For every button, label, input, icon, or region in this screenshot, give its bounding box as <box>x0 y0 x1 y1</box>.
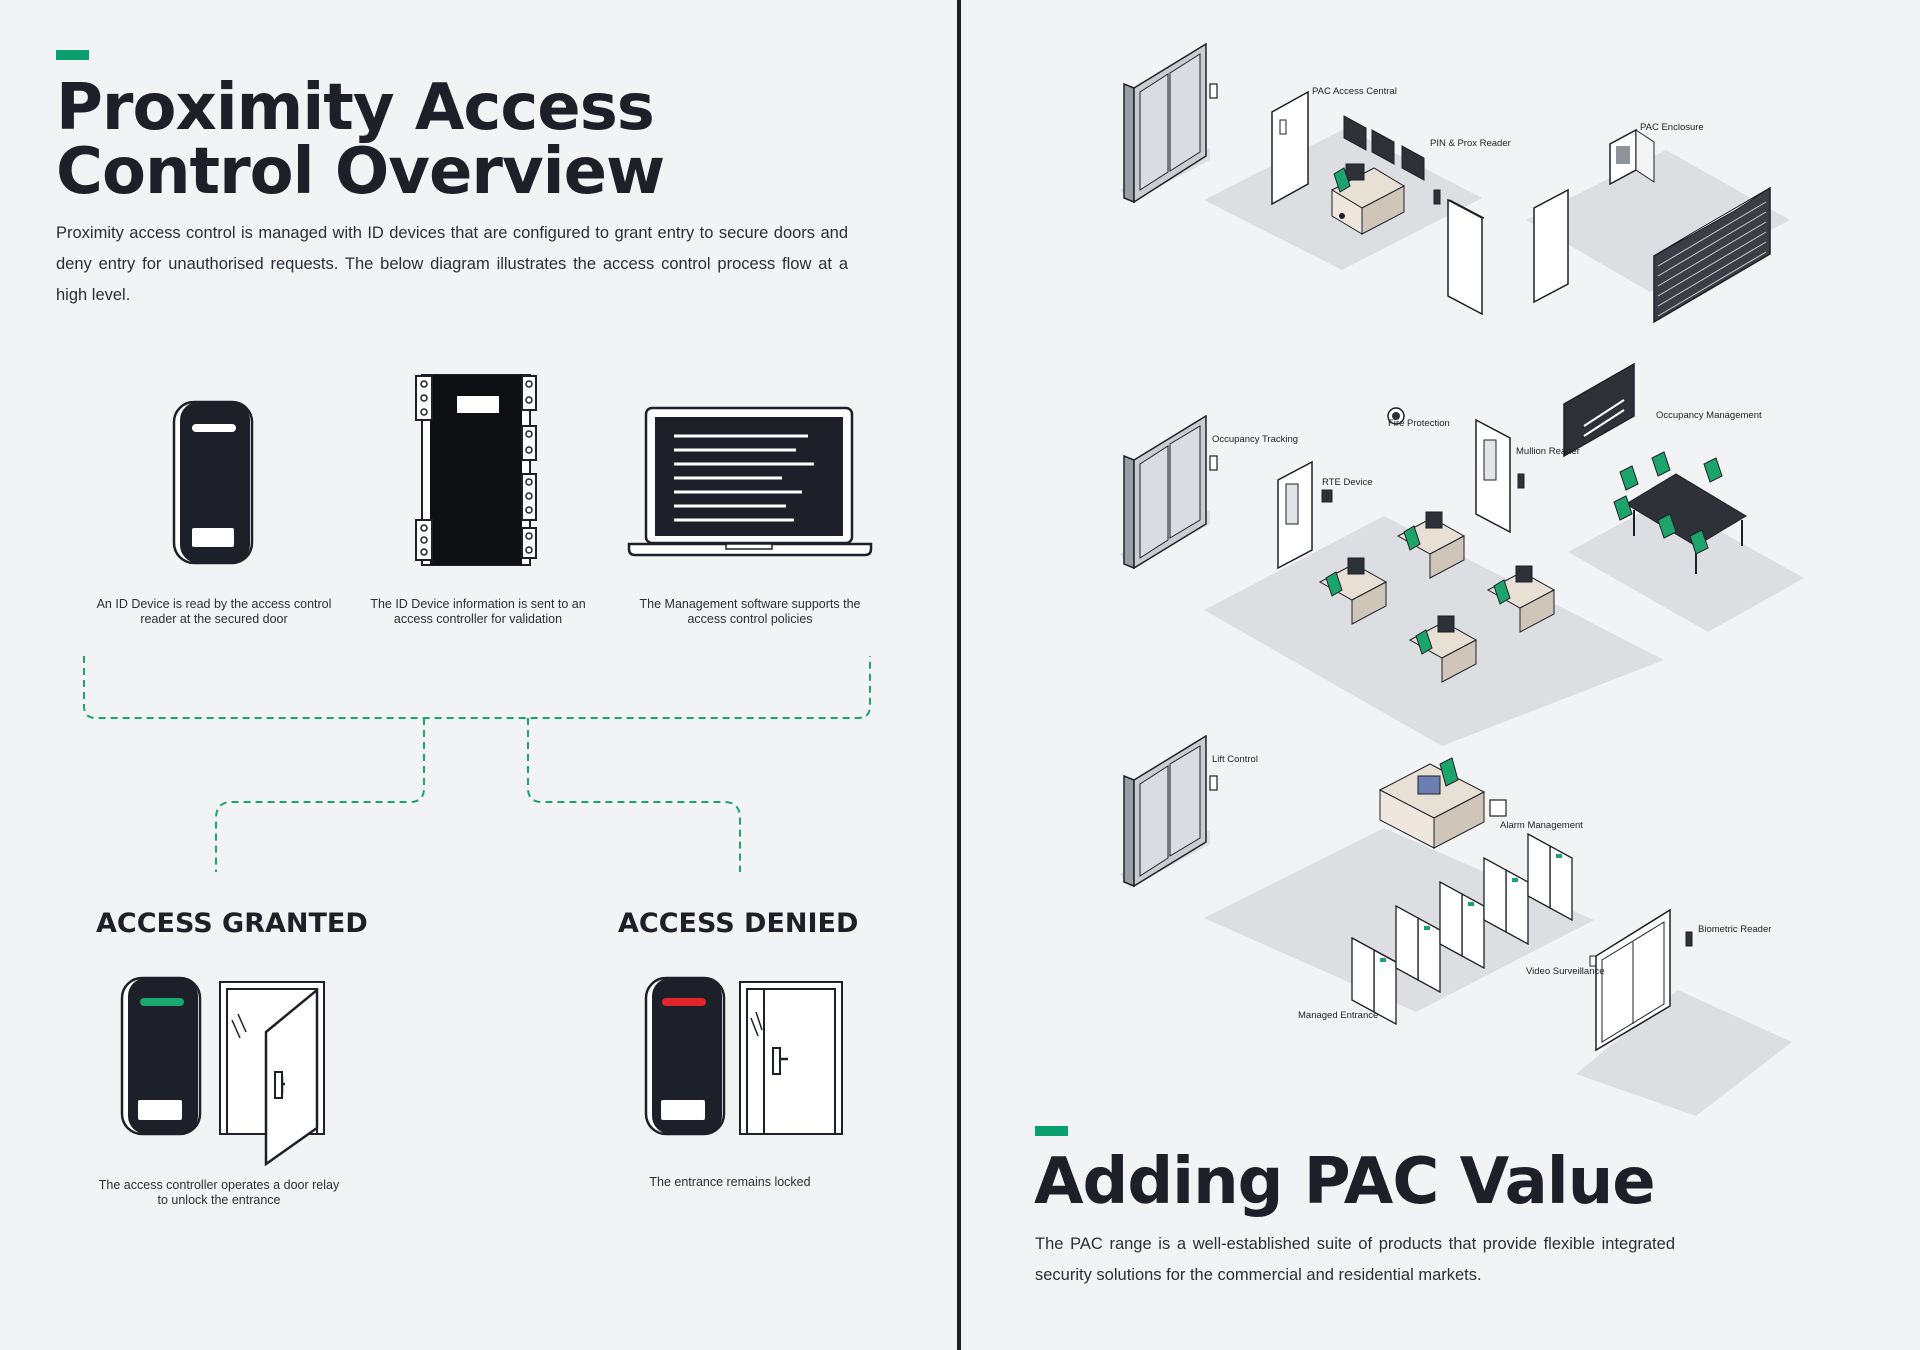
step-caption-controller: The ID Device information is sent to an … <box>370 597 586 626</box>
section-title: Adding PAC Value <box>1034 1145 1656 1219</box>
label-mullion-reader: Mullion Reader <box>1516 446 1580 457</box>
scene-open-office <box>1110 360 1810 760</box>
scene-control-room <box>1110 40 1800 340</box>
label-video-surveillance: Video Surveillance <box>1526 966 1605 977</box>
accent-bar <box>56 50 89 60</box>
title-line-1: Proximity Access <box>56 71 655 145</box>
access-controller-icon <box>412 370 542 570</box>
laptop-icon <box>626 405 874 561</box>
label-lift-control: Lift Control <box>1212 754 1258 765</box>
label-managed-entrance: Managed Entrance <box>1298 1010 1379 1021</box>
granted-reader-icon <box>120 976 202 1136</box>
label-occupancy-tracking: Occupancy Tracking <box>1212 434 1299 445</box>
title-line-2: Control Overview <box>56 135 665 209</box>
flow-connector <box>83 656 871 872</box>
label-alarm-management: Alarm Management <box>1500 820 1583 831</box>
label-pin-prox-reader: PIN & Prox Reader <box>1430 138 1511 149</box>
label-pac-enclosure: PAC Enclosure <box>1640 122 1704 133</box>
accent-bar-right <box>1035 1126 1068 1136</box>
step-caption-reader: An ID Device is read by the access contr… <box>96 597 332 626</box>
page-title: Proximity Access Control Overview <box>56 76 665 204</box>
denied-reader-icon <box>644 976 726 1136</box>
open-door-icon <box>218 980 326 1166</box>
scene-entrance <box>1110 720 1810 1120</box>
intro-text: Proximity access control is managed with… <box>56 224 848 304</box>
label-rte-device: RTE Device <box>1322 477 1373 488</box>
denied-caption: The entrance remains locked <box>649 1175 811 1189</box>
label-biometric-reader: Biometric Reader <box>1698 924 1772 935</box>
label-fire-protection: Fire Protection <box>1388 418 1450 429</box>
label-occupancy-management: Occupancy Management <box>1656 410 1762 421</box>
granted-caption: The access controller operates a door re… <box>98 1178 340 1207</box>
access-denied-heading: ACCESS DENIED <box>618 908 859 939</box>
section-intro: The PAC range is a well-established suit… <box>1035 1235 1675 1284</box>
step-caption-software: The Management software supports the acc… <box>639 597 861 626</box>
label-pac-access-central: PAC Access Central <box>1312 86 1397 97</box>
access-granted-heading: ACCESS GRANTED <box>96 908 368 939</box>
page-divider <box>957 0 961 1350</box>
card-reader-icon <box>172 400 254 565</box>
closed-door-icon <box>738 980 844 1136</box>
